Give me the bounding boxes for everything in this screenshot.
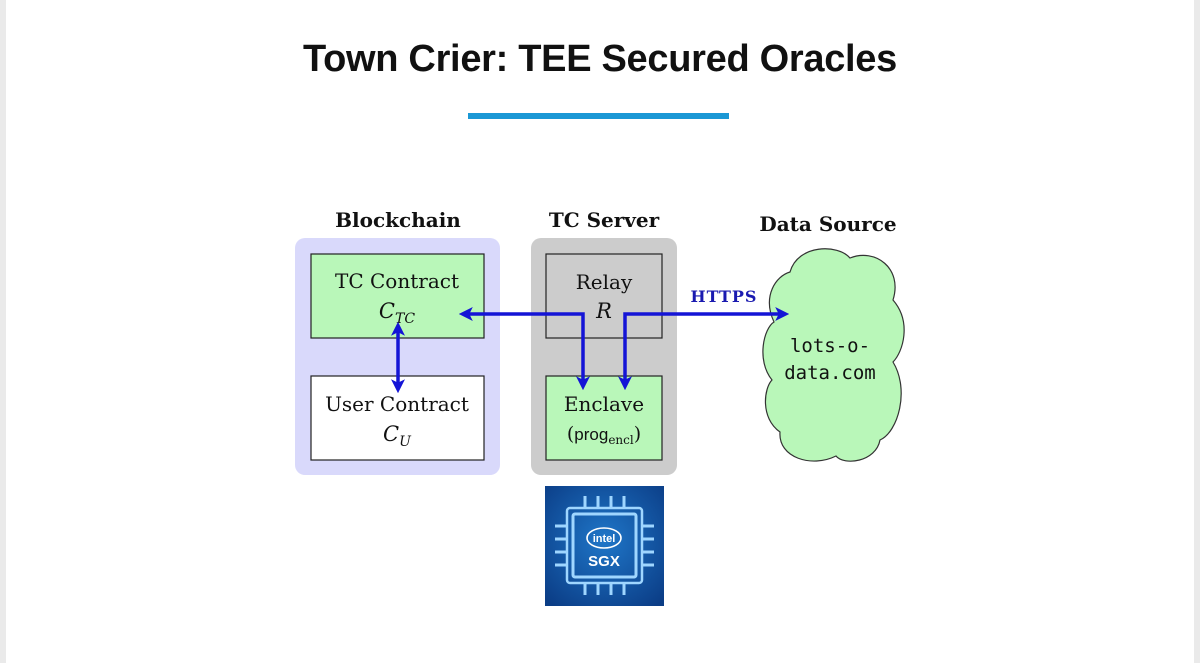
relay-symbol: R bbox=[595, 299, 612, 323]
tc-contract-label: TC Contract bbox=[335, 269, 459, 293]
sgx-text: SGX bbox=[588, 553, 620, 570]
user-contract-symbol: CU bbox=[383, 422, 412, 450]
arrow-enclave-datasource bbox=[618, 307, 790, 391]
enclave-node: Enclave (progencl) bbox=[545, 375, 663, 461]
intel-logo-text: intel bbox=[593, 533, 616, 545]
connectors bbox=[391, 307, 790, 394]
blockchain-header: Blockchain bbox=[335, 208, 461, 232]
intel-sgx-badge: intel SGX bbox=[545, 486, 664, 606]
https-label: HTTPS bbox=[691, 287, 758, 306]
data-source-header: Data Source bbox=[759, 212, 896, 236]
data-source-line1: lots-o- bbox=[790, 335, 870, 357]
arrow-tc-enclave bbox=[458, 307, 590, 391]
data-source-cloud: lots-o- data.com bbox=[762, 248, 905, 462]
cpu-chip-icon bbox=[555, 496, 654, 595]
title-underline bbox=[468, 113, 729, 119]
server-header: TC Server bbox=[549, 208, 660, 232]
user-contract-label: User Contract bbox=[325, 392, 469, 416]
enclave-label: Enclave bbox=[564, 392, 644, 416]
data-source-line2: data.com bbox=[784, 362, 876, 384]
slide-title: Town Crier: TEE Secured Oracles bbox=[303, 38, 897, 80]
enclave-program: (progencl) bbox=[567, 423, 641, 447]
relay-label: Relay bbox=[576, 270, 633, 294]
tc-contract-node: TC Contract CTC bbox=[310, 253, 485, 339]
relay-node: Relay R bbox=[545, 253, 663, 339]
